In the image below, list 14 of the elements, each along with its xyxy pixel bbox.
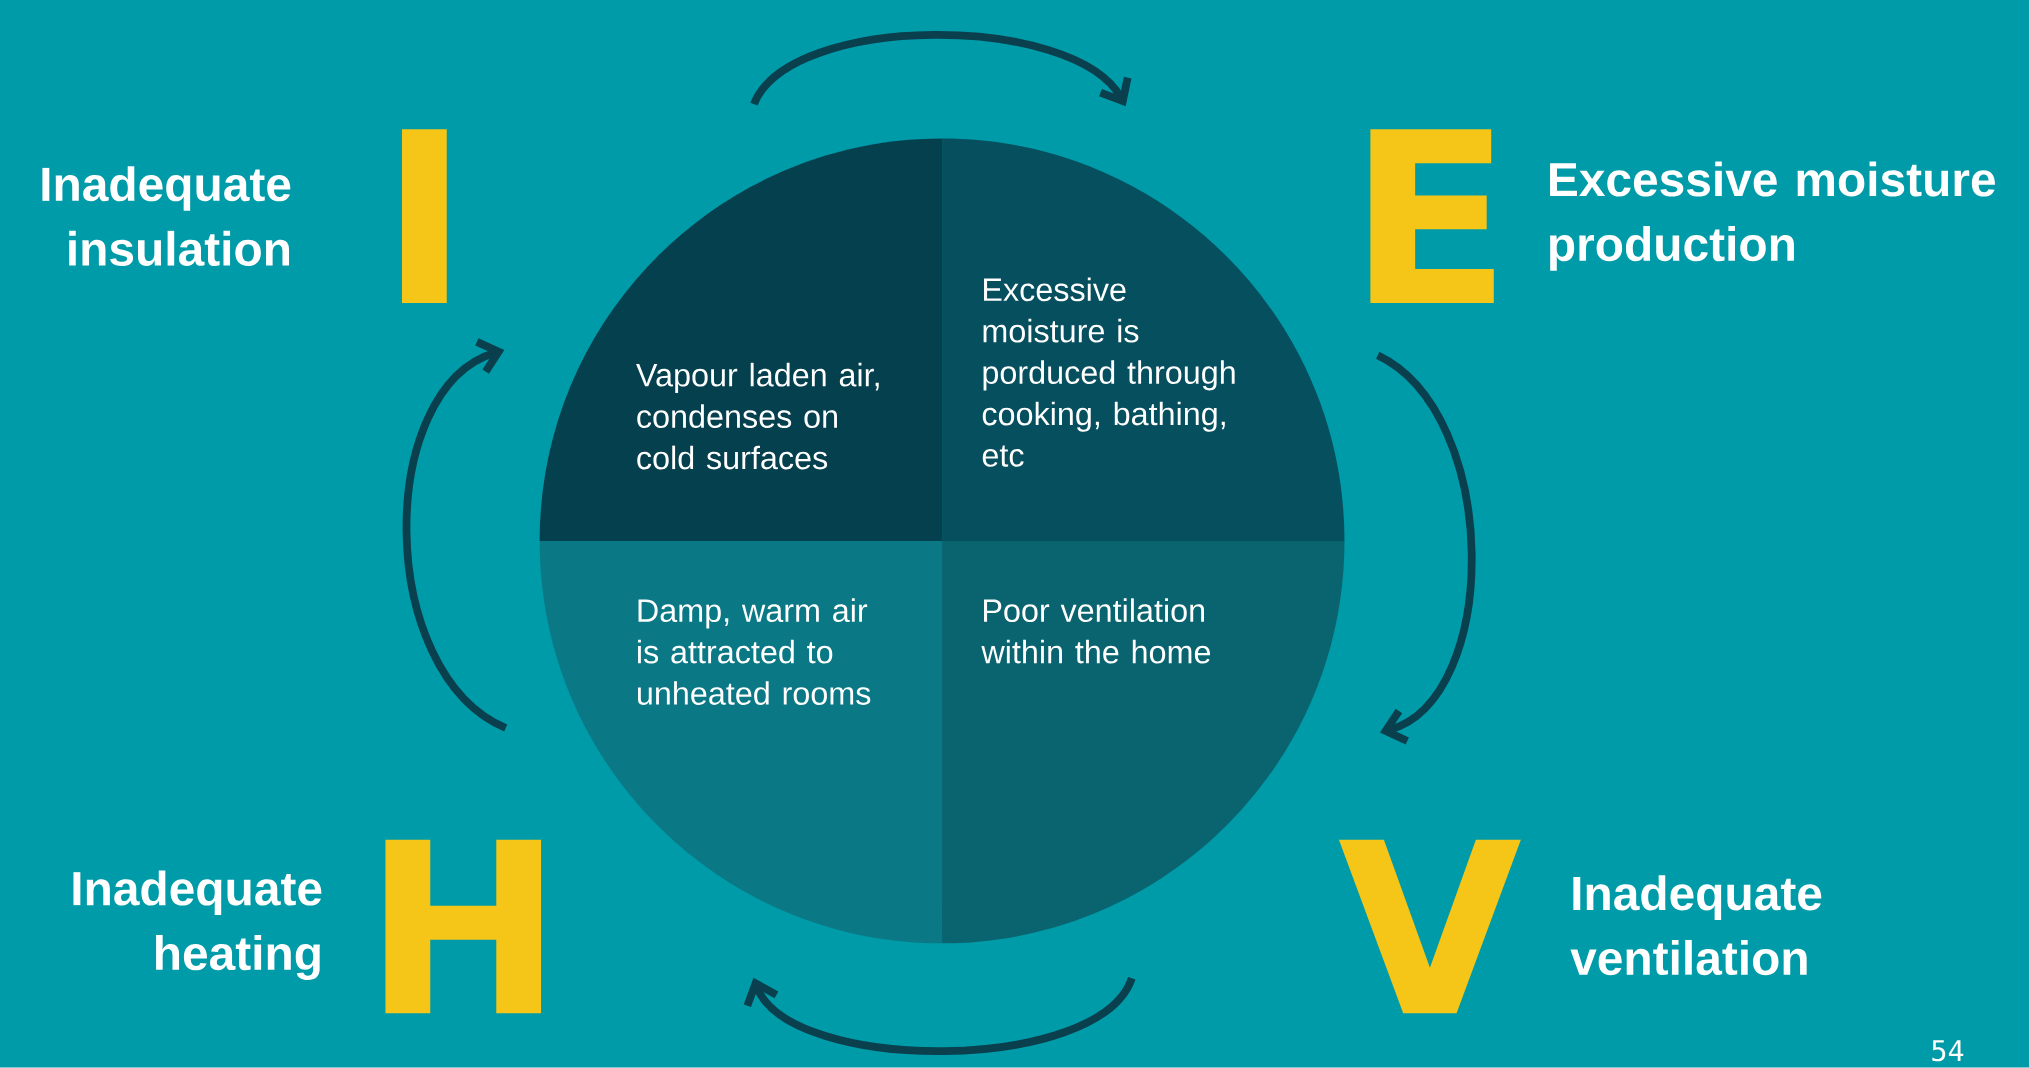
quadrant: Excessive moisture is porduced through cooking, bathing, etc (942, 138, 1345, 542)
page-number: 54 (1932, 1040, 1964, 1062)
heading: Inadequate ventilation (1570, 875, 1822, 976)
curved-arrow (750, 31, 1132, 107)
curved-arrow (402, 338, 508, 732)
heading: Inadequate heating (73, 870, 322, 981)
heading: Inadequate insulation (42, 166, 291, 267)
letter: H (385, 839, 542, 1014)
quadrant: Vapour laden air, condenses on cold surfaces (539, 138, 943, 542)
curved-arrow (1375, 352, 1476, 745)
letter: I (402, 129, 447, 304)
heading: Excessive moisture production (1550, 161, 1995, 271)
curved-arrow (743, 976, 1136, 1056)
letter: E (1370, 129, 1494, 304)
